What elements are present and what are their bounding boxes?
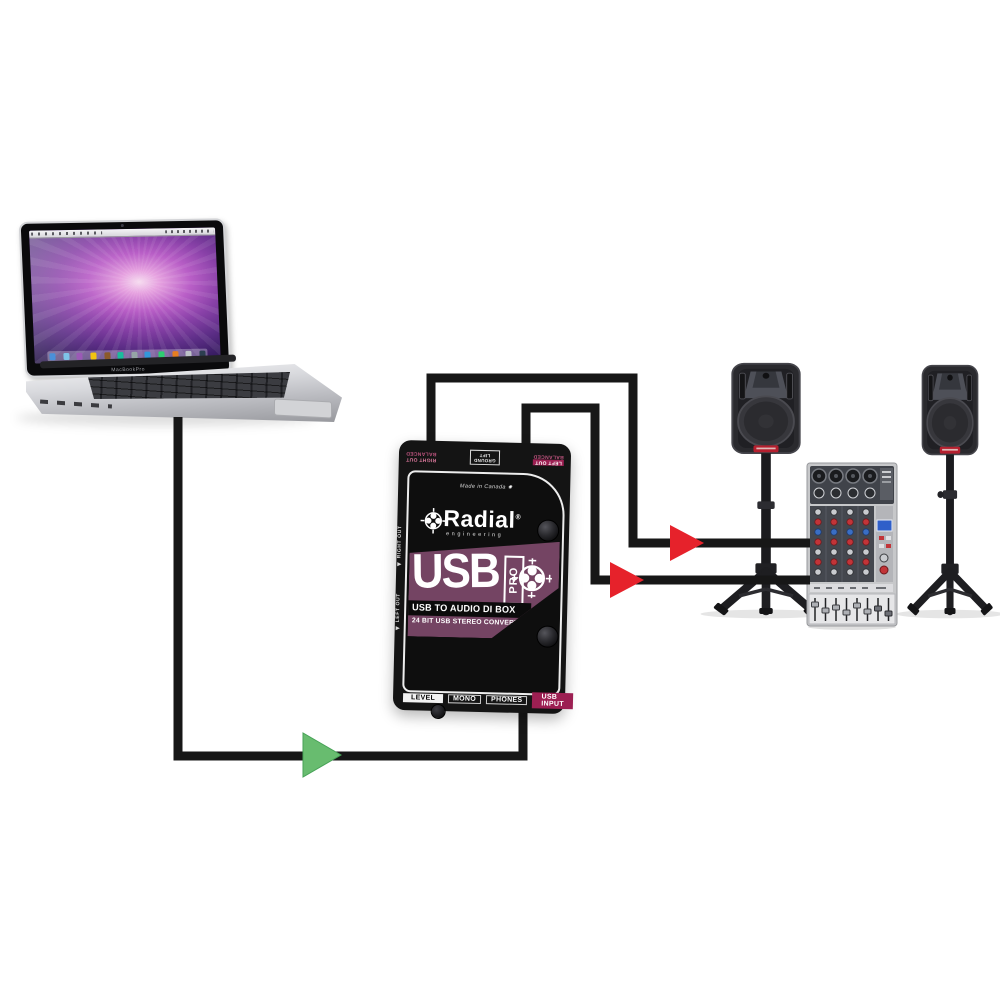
jack-label-ground-lift: GROUND LIFT (469, 450, 500, 466)
crosshair-logo-icon (508, 555, 555, 602)
radial-crosshair-icon (420, 507, 447, 534)
mono-label: MONO (447, 693, 482, 704)
di-box-top-jack-labels: LEFT OUT BALANCED GROUND LIFT RIGHT OUT … (406, 445, 564, 471)
level-label: LEVEL (402, 692, 444, 703)
jack-label-left-out: LEFT OUT BALANCED (532, 453, 564, 466)
laptop: MacBookPro (6, 214, 346, 426)
di-box: LEFT OUT BALANCED GROUND LIFT RIGHT OUT … (392, 439, 574, 720)
pa-speaker-right (896, 364, 1000, 619)
screw-bottom (536, 625, 559, 648)
left-out-cable (521, 403, 810, 585)
usb-input-label: USB INPUT (532, 692, 574, 710)
signal-arrow-green (302, 732, 342, 778)
jack-label-right-out: RIGHT OUT BALANCED (405, 450, 437, 463)
made-in-label: Made in Canada ✺ (459, 483, 513, 491)
screw-top (536, 519, 560, 542)
model-name: USB (411, 543, 500, 599)
signal-arrow-red-upper (670, 525, 704, 561)
tagline-primary: USB TO AUDIO DI BOX (408, 600, 531, 618)
pa-speaker-left (700, 362, 832, 619)
maple-leaf-icon: ✺ (507, 484, 513, 491)
usb-pro-purple-panel: USB PRO (408, 538, 560, 640)
di-box-faceplate: Made in Canada ✺ Radial® engineering (402, 470, 566, 696)
radial-logo: Radial® engineering (418, 504, 521, 538)
phones-label: PHONES (485, 694, 528, 705)
usb-cable (173, 417, 528, 761)
audio-mixer (806, 462, 898, 630)
signal-arrow-red-lower (610, 562, 644, 598)
tagline-secondary: 24 BIT USB STEREO CONVERTER (411, 617, 529, 628)
